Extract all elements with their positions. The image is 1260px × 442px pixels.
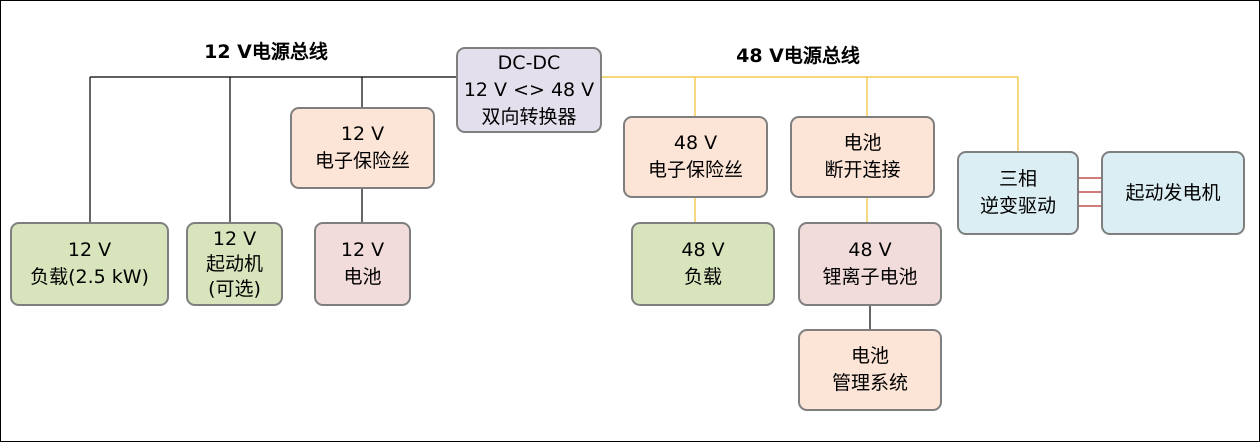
three-phase-wires <box>1078 177 1102 207</box>
bus-48v-wires <box>601 76 1019 222</box>
battery-12v-box: 12 V 电池 <box>314 222 411 306</box>
starter-12v-box: 12 V 起动机 (可选) <box>186 222 283 306</box>
dcdc-line3: 双向转换器 <box>481 105 577 128</box>
load-48v-box: 48 V 负载 <box>631 222 775 306</box>
battery-48v-box: 48 V 锂离子电池 <box>798 222 942 306</box>
starter-12v-line1: 12 V <box>212 227 257 250</box>
starter-generator-line1: 起动发电机 <box>1125 181 1221 204</box>
fuse-12v-line1: 12 V <box>340 123 385 145</box>
starter-generator-box: 起动发电机 <box>1101 151 1245 235</box>
bus-48v-title: 48 V电源总线 <box>736 45 860 67</box>
load-48v-line1: 48 V <box>681 239 725 261</box>
dcdc-converter-box: DC-DC 12 V <> 48 V 双向转换器 <box>456 47 602 133</box>
fuse-12v-line2: 电子保险丝 <box>314 150 410 172</box>
battery-12v-line1: 12 V <box>340 239 385 261</box>
disconnect-line1: 电池 <box>843 132 882 154</box>
battery-12v-line2: 电池 <box>343 266 382 288</box>
battery-disconnect-box: 电池 断开连接 <box>790 116 935 198</box>
battery-48v-line1: 48 V <box>848 239 892 261</box>
starter-12v-line2: 起动机 <box>205 252 263 275</box>
fuse-48v-box: 48 V 电子保险丝 <box>623 116 768 198</box>
bms-line1: 电池 <box>850 345 889 367</box>
load-12v-box: 12 V 负载(2.5 kW) <box>10 222 169 306</box>
bus-12v-wires <box>89 76 456 222</box>
disconnect-line2: 断开连接 <box>824 159 901 181</box>
starter-12v-line3: (可选) <box>208 277 261 300</box>
fuse-12v-box: 12 V 电子保险丝 <box>290 107 435 189</box>
bus-12v-title: 12 V电源总线 <box>204 41 328 63</box>
fuse-48v-line1: 48 V <box>673 132 718 154</box>
inverter-line1: 三相 <box>998 168 1037 190</box>
load-12v-line1: 12 V <box>67 239 112 261</box>
inverter-box: 三相 逆变驱动 <box>957 151 1079 235</box>
battery-48v-line2: 锂离子电池 <box>822 266 918 288</box>
fuse-48v-line2: 电子保险丝 <box>647 159 743 181</box>
load-48v-line2: 负载 <box>683 266 722 288</box>
bms-box: 电池 管理系统 <box>798 329 942 411</box>
dcdc-line2: 12 V <> 48 V <box>463 78 595 101</box>
dcdc-line1: DC-DC <box>497 51 561 74</box>
load-12v-line2: 负载(2.5 kW) <box>30 266 149 288</box>
bms-line2: 管理系统 <box>831 372 908 394</box>
inverter-line2: 逆变驱动 <box>979 195 1056 217</box>
